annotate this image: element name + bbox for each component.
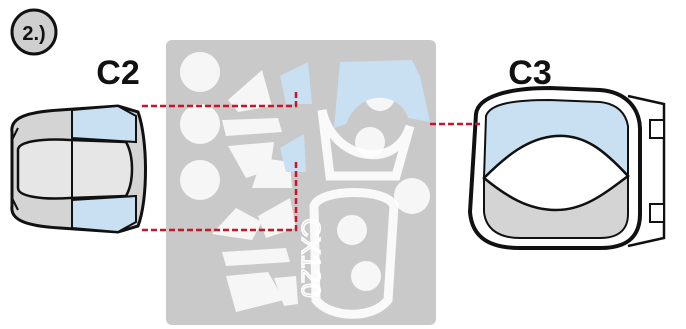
circle-masks bbox=[180, 52, 430, 291]
canopy-right-tab bbox=[649, 119, 665, 139]
canopy-right-tab bbox=[649, 203, 665, 223]
leader-lines bbox=[142, 92, 480, 232]
circle-mask bbox=[180, 104, 220, 144]
leader-line-c2-top bbox=[142, 92, 298, 108]
circle-mask bbox=[394, 178, 430, 214]
canopy-left-edge bbox=[11, 127, 19, 211]
panel-mask bbox=[228, 70, 272, 112]
panel-masks bbox=[212, 70, 298, 312]
blue-mask-lower bbox=[280, 134, 306, 172]
mask-sheet: CX120 bbox=[166, 40, 436, 325]
circle-mask bbox=[351, 261, 381, 291]
panel-mask bbox=[258, 198, 296, 238]
blue-masks bbox=[280, 60, 430, 172]
blue-mask-upper bbox=[280, 62, 312, 104]
canopy-part-right bbox=[467, 85, 666, 250]
panel-mask bbox=[222, 248, 290, 266]
part-label-right: C3 bbox=[508, 54, 551, 92]
leader-line-c2-bottom bbox=[142, 162, 298, 232]
step-badge: 2.) bbox=[10, 8, 58, 56]
circle-mask bbox=[180, 160, 220, 200]
canopy-left-center-panel bbox=[16, 138, 134, 200]
panel-mask bbox=[252, 158, 292, 188]
blue-mask-large bbox=[334, 60, 430, 128]
canopy-left-window-bottom bbox=[71, 194, 137, 234]
panel-mask bbox=[222, 118, 282, 136]
circle-mask bbox=[180, 52, 220, 92]
canopy-part-left bbox=[10, 104, 147, 234]
frame-mask-lower bbox=[309, 188, 399, 319]
circle-mask bbox=[337, 215, 367, 245]
panel-mask bbox=[226, 272, 284, 312]
panel-mask bbox=[274, 276, 298, 306]
panel-mask bbox=[212, 208, 262, 240]
canopy-left-window-top bbox=[71, 104, 137, 144]
canopy-right-opening bbox=[482, 134, 630, 212]
frame-masks bbox=[309, 108, 415, 319]
step-label: 2.) bbox=[22, 23, 45, 45]
frame-mask-upper bbox=[317, 108, 415, 181]
part-label-left: C2 bbox=[96, 54, 139, 92]
sheet-code: CX120 bbox=[296, 218, 326, 298]
